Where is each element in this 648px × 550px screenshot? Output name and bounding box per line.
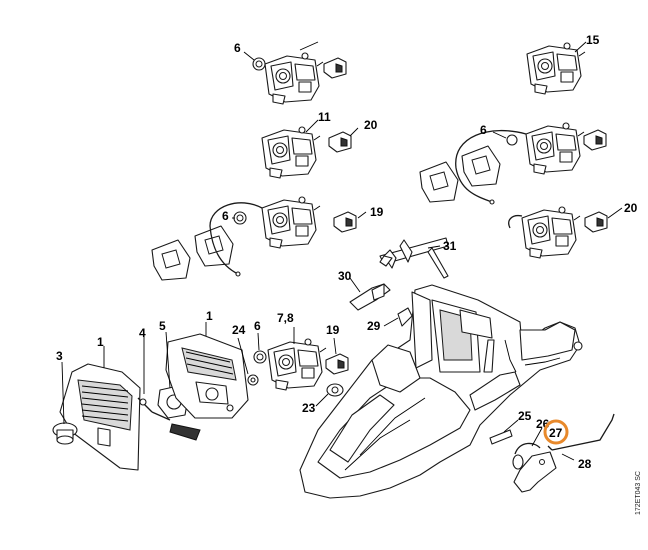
callout-6-c: 6	[222, 209, 229, 223]
rod-28	[547, 413, 615, 451]
callout-1-a: 1	[97, 335, 104, 349]
spring-26	[512, 442, 541, 470]
callout-3: 3	[56, 349, 63, 363]
callout-labels: 6 15 11 20 6 6 19 31 20 30 1 29 4 5 7,8 …	[56, 33, 638, 471]
drawing-code: 172ET043 SC	[635, 471, 642, 515]
filter-cover-left	[59, 363, 141, 471]
carburetor-left-mid	[151, 196, 357, 281]
carburetor-top-left	[252, 41, 347, 105]
callout-23: 23	[302, 401, 316, 415]
callout-19-b: 19	[326, 323, 340, 337]
cover-screw	[52, 422, 78, 445]
callout-28: 28	[578, 457, 592, 471]
ring-6-lower	[253, 350, 267, 364]
leader-lines	[61, 41, 623, 461]
callout-29: 29	[367, 319, 381, 333]
carburetor-7-8	[267, 338, 349, 397]
throttle-trigger-30	[349, 283, 391, 311]
callout-24: 24	[232, 323, 246, 337]
callout-6-a: 6	[234, 41, 241, 55]
callout-1-b: 1	[206, 309, 213, 323]
callout-20-b: 20	[624, 201, 638, 215]
callout-15: 15	[586, 33, 600, 47]
callout-4: 4	[139, 326, 146, 340]
callout-30: 30	[338, 269, 352, 283]
callout-20-a: 20	[364, 118, 378, 132]
pin-25	[489, 429, 513, 445]
lever-27	[513, 451, 557, 493]
choke-shaft	[137, 385, 201, 441]
filter-base	[165, 333, 249, 419]
callout-6-b: 6	[480, 123, 487, 137]
callout-11: 11	[318, 110, 331, 124]
callout-5: 5	[159, 319, 166, 333]
grommet-24	[247, 374, 259, 386]
callout-7-8: 7,8	[277, 311, 294, 325]
carburetor-right-mid	[419, 122, 607, 205]
latch-29	[397, 307, 413, 327]
callout-19-a: 19	[370, 205, 384, 219]
throttle-rod-31	[379, 237, 449, 279]
callout-31: 31	[443, 239, 457, 253]
callout-27: 27	[549, 426, 563, 440]
carburetor-right-lower	[508, 206, 608, 259]
callout-6-d: 6	[254, 319, 261, 333]
callout-27-highlight: 27	[543, 419, 569, 445]
main-housing	[299, 284, 583, 499]
callout-25: 25	[518, 409, 532, 423]
carburetor-11	[261, 126, 352, 179]
